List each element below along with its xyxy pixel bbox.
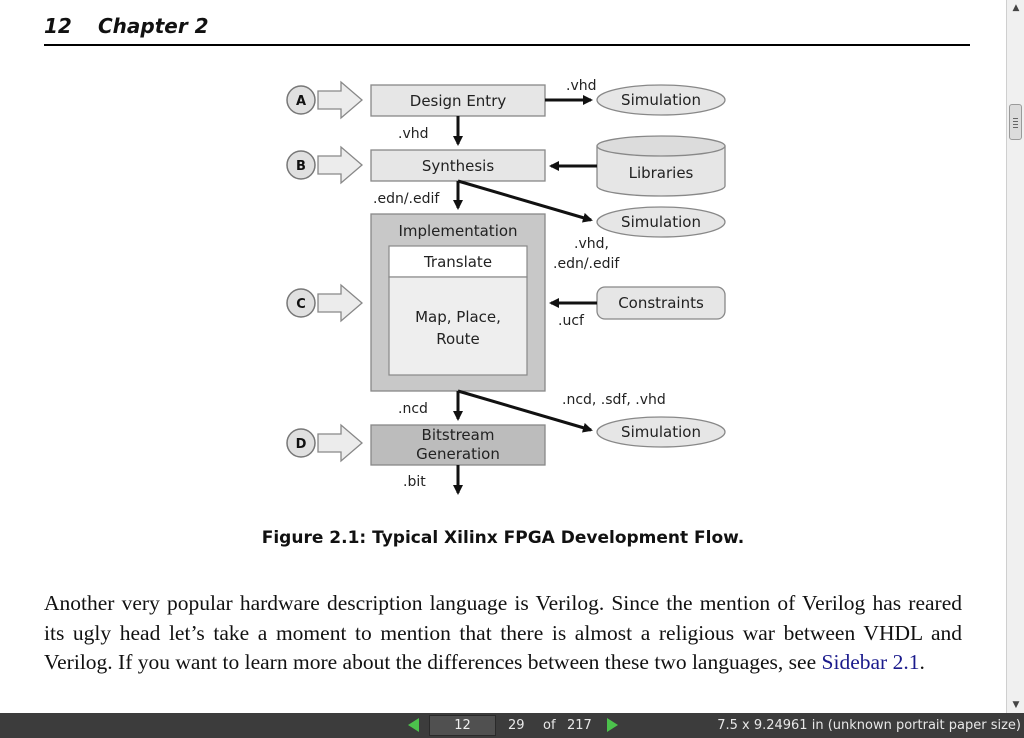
flow-arrows	[453, 95, 597, 495]
synthesis-box: Synthesis	[370, 149, 546, 182]
svg-text:.ucf: .ucf	[558, 313, 585, 329]
simulation-ellipse-3: Simulation	[596, 416, 726, 448]
fpga-flow-diagram: A B C D Des	[286, 78, 726, 495]
current-page-label: 29	[508, 718, 525, 733]
svg-text:.ncd, .sdf, .vhd: .ncd, .sdf, .vhd	[562, 392, 666, 408]
svg-text:Simulation: Simulation	[621, 213, 701, 231]
svg-text:D: D	[296, 437, 307, 452]
vertical-scrollbar[interactable]: ▲ ▼	[1006, 0, 1024, 713]
step-a-marker: A	[286, 80, 363, 120]
libraries-cylinder: Libraries	[596, 135, 726, 197]
paper-size-label: 7.5 x 9.24961 in (unknown portrait paper…	[717, 718, 1021, 733]
svg-text:.bit: .bit	[403, 474, 426, 490]
svg-text:.vhd,: .vhd,	[574, 236, 609, 252]
sidebar-link[interactable]: Sidebar 2.1	[821, 650, 920, 674]
figure-caption: Figure 2.1: Typical Xilinx FPGA Developm…	[261, 528, 745, 548]
svg-text:Libraries: Libraries	[629, 164, 694, 182]
svg-text:Map, Place,: Map, Place,	[415, 308, 501, 326]
step-c-marker: C	[286, 283, 363, 323]
paragraph-end: .	[919, 650, 925, 674]
svg-text:.vhd: .vhd	[398, 126, 429, 142]
constraints-box: Constraints	[596, 286, 726, 320]
svg-text:.vhd: .vhd	[566, 78, 597, 94]
scroll-up-icon[interactable]: ▲	[1012, 3, 1020, 13]
page-number-input[interactable]	[429, 715, 496, 736]
svg-text:.edn/.edif: .edn/.edif	[373, 191, 440, 207]
step-c-arrow-icon	[317, 283, 363, 323]
map-place-route-box	[388, 276, 528, 376]
document-viewer[interactable]: 12 Chapter 2 A B	[0, 0, 1024, 713]
pdf-page: 12 Chapter 2 A B	[44, 10, 970, 678]
svg-text:Bitstream: Bitstream	[422, 426, 495, 444]
svg-text:.ncd: .ncd	[398, 401, 428, 417]
design-entry-box: Design Entry	[370, 84, 546, 117]
svg-text:C: C	[296, 297, 306, 312]
step-d-arrow-icon	[317, 423, 363, 463]
status-bar: 29 of 217 7.5 x 9.24961 in (unknown port…	[0, 713, 1024, 738]
svg-text:.edn/.edif: .edn/.edif	[553, 256, 620, 272]
paragraph-text: Another very popular hardware descriptio…	[44, 591, 962, 674]
header-chapter-title: Chapter 2	[98, 14, 209, 38]
step-b-arrow-icon	[317, 145, 363, 185]
step-b-marker: B	[286, 145, 363, 185]
simulation-ellipse-1: Simulation	[596, 84, 726, 116]
svg-text:Simulation: Simulation	[621, 423, 701, 441]
svg-text:Design Entry: Design Entry	[410, 92, 507, 110]
body-paragraph: Another very popular hardware descriptio…	[44, 589, 962, 678]
next-page-icon[interactable]	[607, 718, 618, 732]
translate-box	[388, 245, 528, 278]
svg-text:A: A	[296, 94, 306, 109]
of-label: of	[543, 718, 556, 733]
implementation-box: Implementation Translate Map, Place, Rou…	[370, 213, 546, 392]
scrollbar-thumb[interactable]	[1009, 104, 1022, 140]
previous-page-icon[interactable]	[408, 718, 419, 732]
step-a-arrow-icon	[317, 80, 363, 120]
svg-text:Implementation: Implementation	[398, 222, 517, 240]
svg-text:Synthesis: Synthesis	[422, 157, 495, 175]
svg-text:B: B	[296, 159, 306, 174]
svg-text:Translate: Translate	[423, 253, 492, 271]
svg-text:Route: Route	[436, 330, 480, 348]
step-d-marker: D	[286, 423, 363, 463]
simulation-ellipse-2: Simulation	[596, 206, 726, 238]
svg-text:Generation: Generation	[416, 445, 500, 463]
svg-text:Constraints: Constraints	[618, 294, 704, 312]
scroll-down-icon[interactable]: ▼	[1012, 700, 1020, 710]
page-header: 12 Chapter 2	[44, 10, 970, 46]
bitstream-generation-box: Bitstream Generation	[370, 424, 546, 466]
header-page-number: 12	[44, 14, 72, 38]
file-type-labels: .vhd .vhd .edn/.edif .vhd, .edn/.edif .u…	[373, 78, 666, 490]
total-pages-label: 217	[567, 718, 592, 733]
svg-text:Simulation: Simulation	[621, 91, 701, 109]
